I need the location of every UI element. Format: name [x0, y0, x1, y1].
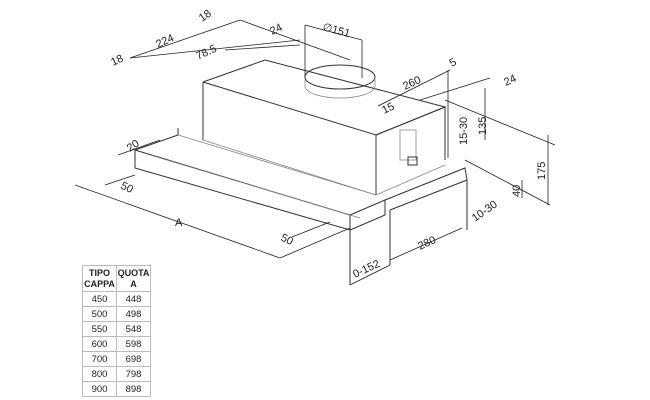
cell: 900 — [82, 381, 117, 397]
cell: 500 — [82, 306, 117, 322]
dim-right-260: 260 — [401, 74, 423, 93]
dim-top-224: 224 — [154, 32, 176, 51]
dim-depth-0-152: 0-152 — [351, 258, 382, 281]
dim-right-5: 5 — [448, 56, 459, 69]
dim-right-15: 15 — [380, 101, 396, 117]
dim-depth-280: 280 — [416, 234, 438, 253]
dim-diameter-151: ∅151 — [321, 21, 351, 40]
cell: 548 — [116, 321, 151, 337]
dim-right-24: 24 — [502, 73, 518, 89]
dim-height-135: 135 — [477, 117, 489, 135]
cell: 698 — [116, 351, 151, 367]
dim-height-175: 175 — [536, 162, 548, 180]
dim-left-18: 18 — [109, 53, 125, 69]
header-quota-a: QUOTA A — [116, 265, 151, 292]
dim-front-50: 50 — [279, 232, 295, 248]
dim-height-40: 40 — [511, 185, 523, 197]
cell: 450 — [82, 291, 117, 307]
cell: 448 — [116, 291, 151, 307]
dim-depth-10-30: 10-30 — [470, 198, 500, 224]
hood-body — [134, 59, 468, 285]
cell: 550 — [82, 321, 117, 337]
cell: 800 — [82, 366, 117, 382]
cell: 498 — [116, 306, 151, 322]
dim-height-15-30: 15-30 — [458, 117, 470, 145]
cell: 600 — [82, 336, 117, 352]
dimension-lines — [74, 19, 556, 286]
cell: 598 — [116, 336, 151, 352]
dim-top-18: 18 — [197, 8, 214, 25]
cell: 798 — [116, 366, 151, 382]
dim-left-50: 50 — [119, 180, 135, 196]
dim-left-20: 20 — [125, 138, 142, 155]
dim-width-A: A — [175, 217, 183, 229]
duct-outlet — [304, 64, 376, 90]
cell: 700 — [82, 351, 117, 367]
table-header-row: TIPO CAPPA QUOTA A — [82, 265, 151, 292]
dimension-labels: 18 224 18 24 78.5 ∅151 5 260 24 15 15-30… — [109, 8, 548, 281]
dim-top-78-5: 78.5 — [194, 43, 218, 63]
dim-top-24: 24 — [268, 22, 284, 38]
cell: 898 — [116, 381, 151, 397]
header-tipo-cappa: TIPO CAPPA — [82, 265, 117, 292]
